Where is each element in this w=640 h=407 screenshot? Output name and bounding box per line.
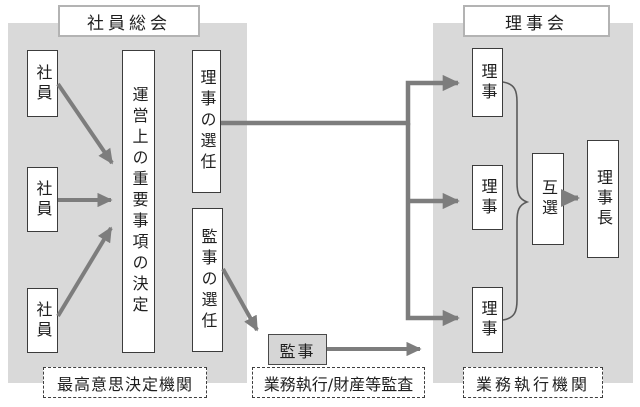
director-box-3: 理事	[472, 287, 503, 353]
director-box-2-label: 理事	[478, 177, 498, 218]
caption-supreme-decision-body: 最高意思決定機関	[43, 367, 207, 398]
chairman-box-label: 理事長	[594, 169, 613, 229]
auditor-election-label: 監事の選任	[198, 227, 218, 333]
member-box-1-label: 社員	[33, 63, 53, 104]
director-election-label: 理事の選任	[197, 69, 217, 174]
mutual-election-label: 互選	[539, 179, 558, 219]
caption-executive-body: 業務執行機関	[463, 367, 603, 398]
auditor-box-label: 監事	[279, 341, 316, 361]
decision-box: 運営上の重要事項の決定	[122, 50, 155, 353]
decision-box-label: 運営上の重要事項の決定	[129, 86, 149, 317]
director-box-2: 理事	[472, 165, 503, 230]
member-box-3-label: 社員	[33, 300, 53, 341]
member-box-2-label: 社員	[33, 179, 53, 220]
member-box-1: 社員	[27, 50, 58, 117]
mutual-election-box: 互選	[532, 153, 564, 245]
caption-audit-function: 業務執行/財産等監査	[252, 367, 425, 398]
board-title: 理事会	[463, 5, 610, 37]
member-box-2: 社員	[27, 167, 58, 232]
election-to-director1-arrow	[221, 74, 460, 126]
director-box-1-label: 理事	[478, 62, 498, 103]
director-box-3-label: 理事	[478, 300, 498, 340]
director-election-box: 理事の選任	[192, 50, 221, 193]
auditor-election-box: 監事の選任	[192, 208, 223, 352]
member-box-3: 社員	[27, 288, 58, 353]
general-meeting-title: 社員総会	[58, 5, 200, 37]
chairman-box: 理事長	[587, 140, 619, 258]
auditor-box: 監事	[268, 334, 327, 365]
director-box-1: 理事	[472, 48, 503, 117]
